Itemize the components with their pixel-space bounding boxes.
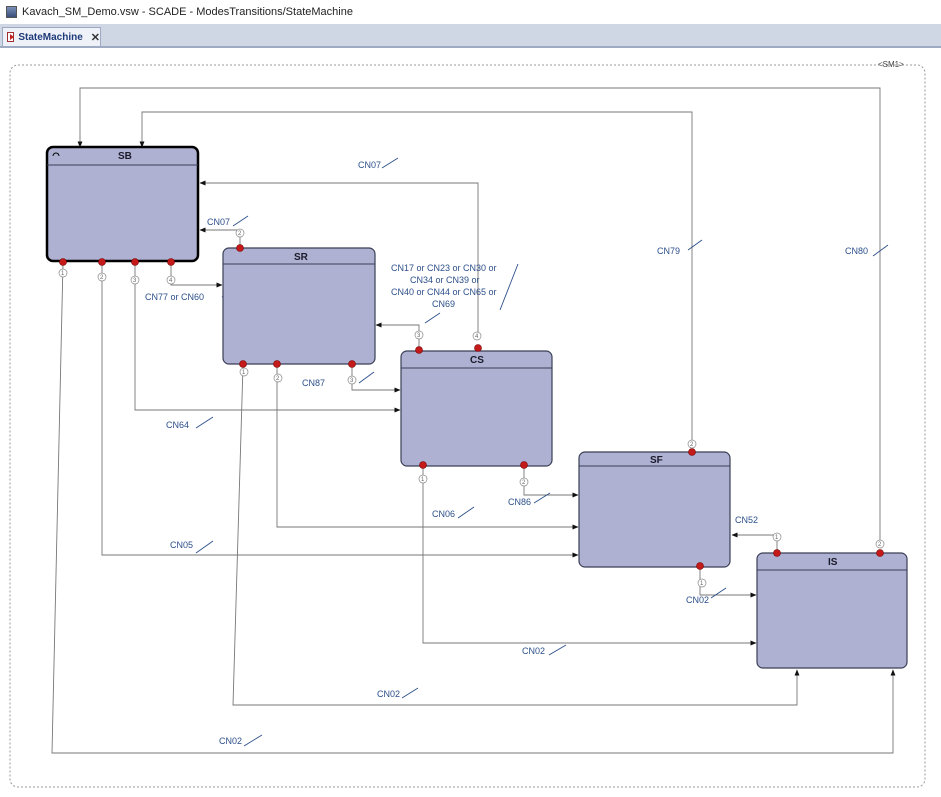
label-cn-multi-4[interactable]: CN69: [432, 299, 455, 309]
wire-cs-to-sr[interactable]: [375, 322, 420, 348]
label-cn-multi-2[interactable]: CN34 or CN39 or: [410, 275, 480, 285]
prio-cs1: 1: [421, 477, 425, 483]
prio-cs-top2: 4: [475, 334, 479, 340]
tick-cn02-sf: [710, 587, 727, 599]
label-cn02-sr[interactable]: CN02: [377, 689, 400, 699]
prio-sf1: 1: [700, 581, 704, 587]
window-title: Kavach_SM_Demo.vsw - SCADE - ModesTransi…: [22, 6, 353, 18]
label-cn07-top[interactable]: CN07: [358, 160, 381, 170]
wire-sb-to-is[interactable]: [51, 261, 896, 754]
scade-app-icon: [6, 6, 17, 18]
transition-priorities: 1 2 3 4 2 1 2 3 3 4 1 2 2 1 1 2: [58, 228, 885, 588]
tab-statemachine[interactable]: StateMachine ✕: [2, 27, 101, 46]
tick-cn02-sb: [243, 734, 263, 747]
prio-is2: 2: [878, 542, 882, 548]
prio-sb2: 2: [100, 275, 104, 281]
editor-tab-bar: StateMachine ✕: [0, 24, 941, 48]
tab-label: StateMachine: [18, 31, 83, 43]
wire-sr-to-cs[interactable]: [351, 365, 401, 393]
prio-sr1: 1: [242, 370, 246, 376]
label-cn77-60[interactable]: CN77 or CN60: [145, 292, 204, 302]
label-cn05[interactable]: CN05: [170, 540, 193, 550]
tick-cn02-sr: [401, 687, 419, 699]
state-sr[interactable]: SR: [222, 247, 376, 365]
tick-cn79: [687, 239, 703, 251]
prio-sr-top: 2: [238, 231, 242, 237]
wire-is-to-sb[interactable]: [77, 87, 881, 545]
state-sf[interactable]: SF: [578, 451, 731, 568]
prio-is1: 1: [775, 535, 779, 541]
wire-sb-to-cs[interactable]: [134, 262, 401, 413]
tick-cn64: [195, 416, 214, 429]
wire-cs-to-sf[interactable]: [523, 465, 579, 498]
sm1-boundary: [9, 64, 926, 788]
wire-sr-to-sf[interactable]: [276, 365, 579, 530]
state-machine-icon: [7, 32, 15, 42]
initial-state-icon: [52, 152, 60, 157]
tick-cn-multi: [424, 312, 441, 324]
prio-sf-top: 2: [690, 442, 694, 448]
state-sf-name: SF: [650, 455, 663, 466]
tick-cn07-top: [381, 157, 399, 169]
state-is-name: IS: [828, 557, 838, 568]
label-cn07-mid[interactable]: CN07: [207, 217, 230, 227]
tick-cn86: [533, 492, 551, 504]
state-sr-name: SR: [294, 252, 309, 263]
label-cn87[interactable]: CN87: [302, 378, 325, 388]
prio-sb3: 3: [133, 278, 137, 284]
state-cs-name: CS: [470, 355, 484, 366]
label-cn64[interactable]: CN64: [166, 420, 189, 430]
state-is[interactable]: IS: [756, 552, 908, 669]
prio-sr3: 3: [350, 378, 354, 384]
tick-cn80: [872, 244, 889, 257]
tick-cn02-cs: [548, 644, 567, 656]
label-cn86[interactable]: CN86: [508, 497, 531, 507]
tick-cn05: [195, 540, 214, 554]
prio-cs2: 2: [522, 480, 526, 486]
state-sb-name: SB: [118, 151, 132, 162]
wire-sb-to-sr[interactable]: [170, 262, 223, 288]
sm1-label: <SM1>: [878, 60, 904, 69]
wire-cs-to-is[interactable]: [422, 465, 757, 646]
wire-sf-to-sb[interactable]: [139, 111, 693, 445]
label-cn02-sb[interactable]: CN02: [219, 736, 242, 746]
tick-cn07-mid: [232, 215, 249, 227]
wire-sb-to-sf[interactable]: [101, 262, 579, 558]
window-titlebar: Kavach_SM_Demo.vsw - SCADE - ModesTransi…: [0, 0, 941, 24]
wire-sr-to-sb[interactable]: [199, 227, 241, 246]
wire-sr-to-is[interactable]: [232, 364, 800, 706]
label-cn79[interactable]: CN79: [657, 246, 680, 256]
state-sb[interactable]: SB: [45, 145, 200, 263]
wire-sf-to-is[interactable]: [699, 566, 757, 598]
tick-cn-multi-2: [499, 263, 519, 311]
diagram-canvas[interactable]: <SM1> CN07 CN07 CN77 or CN60 CN17 or: [0, 48, 941, 797]
transition-points[interactable]: [59, 244, 884, 570]
wire-is-to-sf[interactable]: [731, 532, 778, 553]
state-machine-diagram[interactable]: <SM1> CN07 CN07 CN77 or CN60 CN17 or: [0, 48, 941, 797]
prio-sb4: 4: [169, 278, 173, 284]
prio-cs-top: 3: [417, 333, 421, 339]
prio-sb1: 1: [61, 271, 65, 277]
label-cn06[interactable]: CN06: [432, 509, 455, 519]
label-cn52[interactable]: CN52: [735, 515, 758, 525]
label-cn-multi-3[interactable]: CN40 or CN44 or CN65 or: [391, 287, 497, 297]
wire-cs-to-sb[interactable]: [199, 180, 479, 335]
prio-sr2: 2: [276, 376, 280, 382]
label-cn80[interactable]: CN80: [845, 246, 868, 256]
label-cn02-sf[interactable]: CN02: [686, 595, 709, 605]
tick-cn06: [457, 506, 475, 519]
label-cn-multi-1[interactable]: CN17 or CN23 or CN30 or: [391, 263, 497, 273]
tick-cn87: [358, 371, 375, 384]
close-tab-icon[interactable]: ✕: [90, 31, 100, 44]
label-cn02-cs[interactable]: CN02: [522, 646, 545, 656]
state-cs[interactable]: CS: [400, 350, 553, 467]
